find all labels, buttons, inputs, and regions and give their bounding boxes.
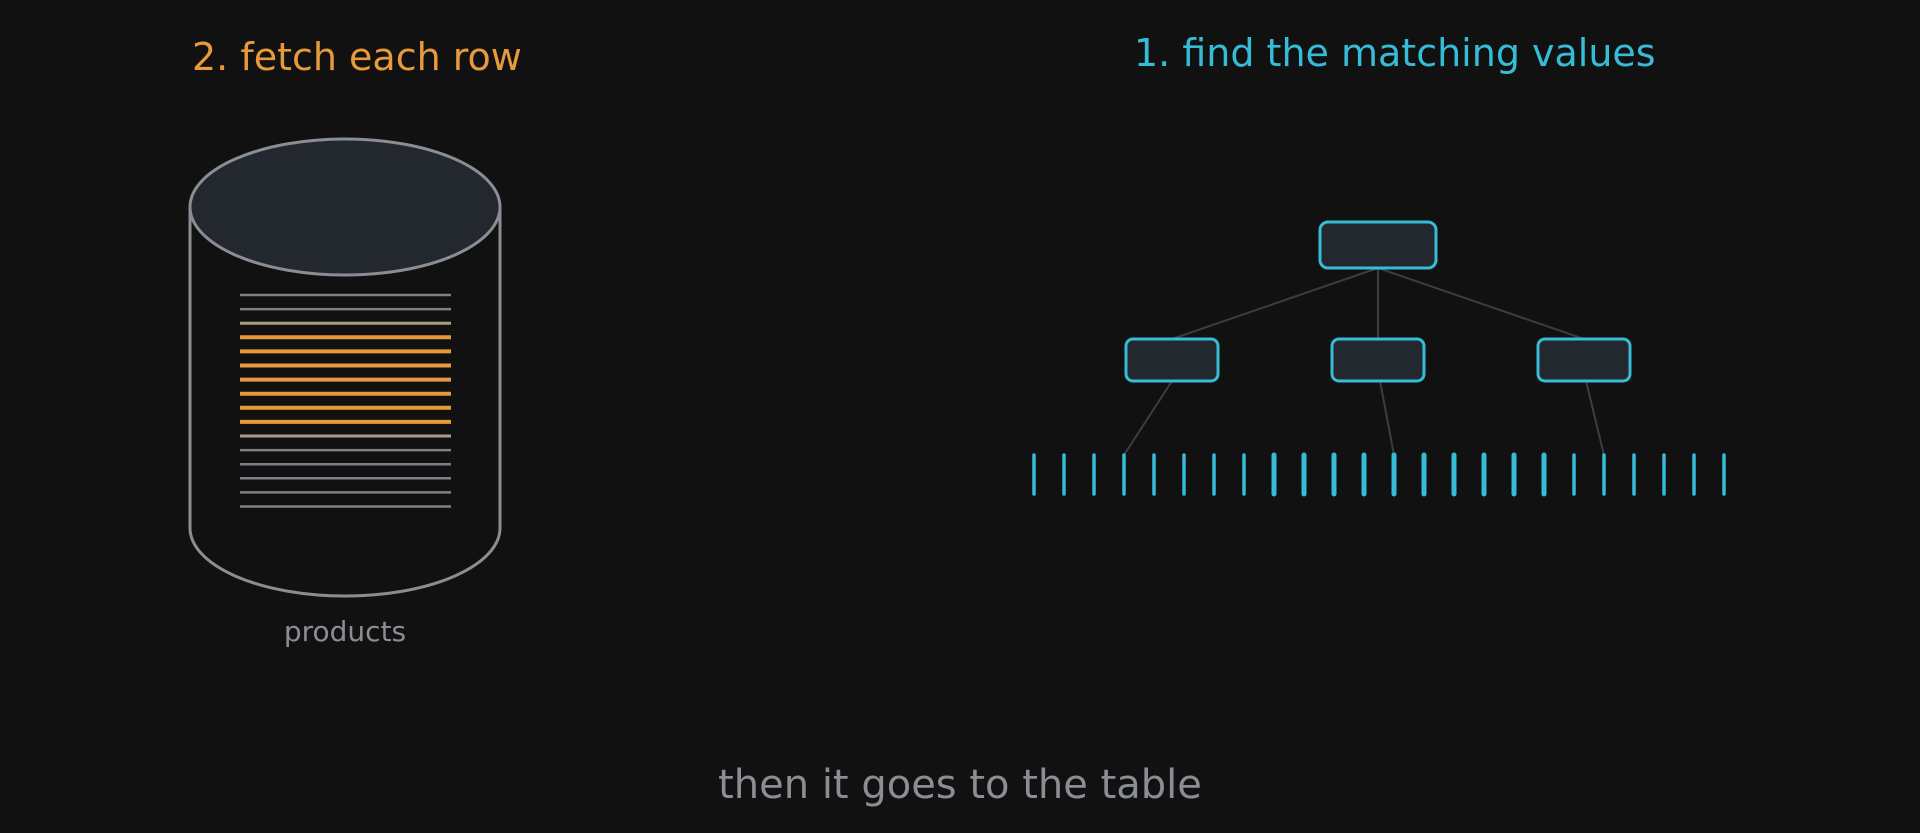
fetch-heading: 2. fetch each row — [192, 35, 522, 79]
cylinder-body — [188, 207, 502, 598]
index-leaves — [1032, 452, 1726, 497]
cylinder-top — [188, 137, 502, 277]
edge-right-leaf — [1585, 380, 1605, 456]
index-nodes — [1124, 220, 1632, 383]
internal-node-right — [1536, 337, 1632, 383]
find-heading: 1. find the matching values — [1134, 31, 1656, 75]
index-edges — [1123, 267, 1605, 456]
table-label: products — [283, 615, 407, 648]
internal-node-middle — [1330, 337, 1426, 383]
edge-root-right — [1377, 267, 1585, 340]
edge-root-left — [1171, 267, 1379, 340]
internal-node-left — [1124, 337, 1220, 383]
caption: then it goes to the table — [718, 762, 1202, 808]
table-cylinder — [188, 137, 502, 598]
edge-left-leaf — [1123, 380, 1173, 456]
edge-mid-leaf — [1379, 380, 1395, 456]
table-rows — [240, 293, 451, 508]
root-node — [1318, 220, 1438, 270]
